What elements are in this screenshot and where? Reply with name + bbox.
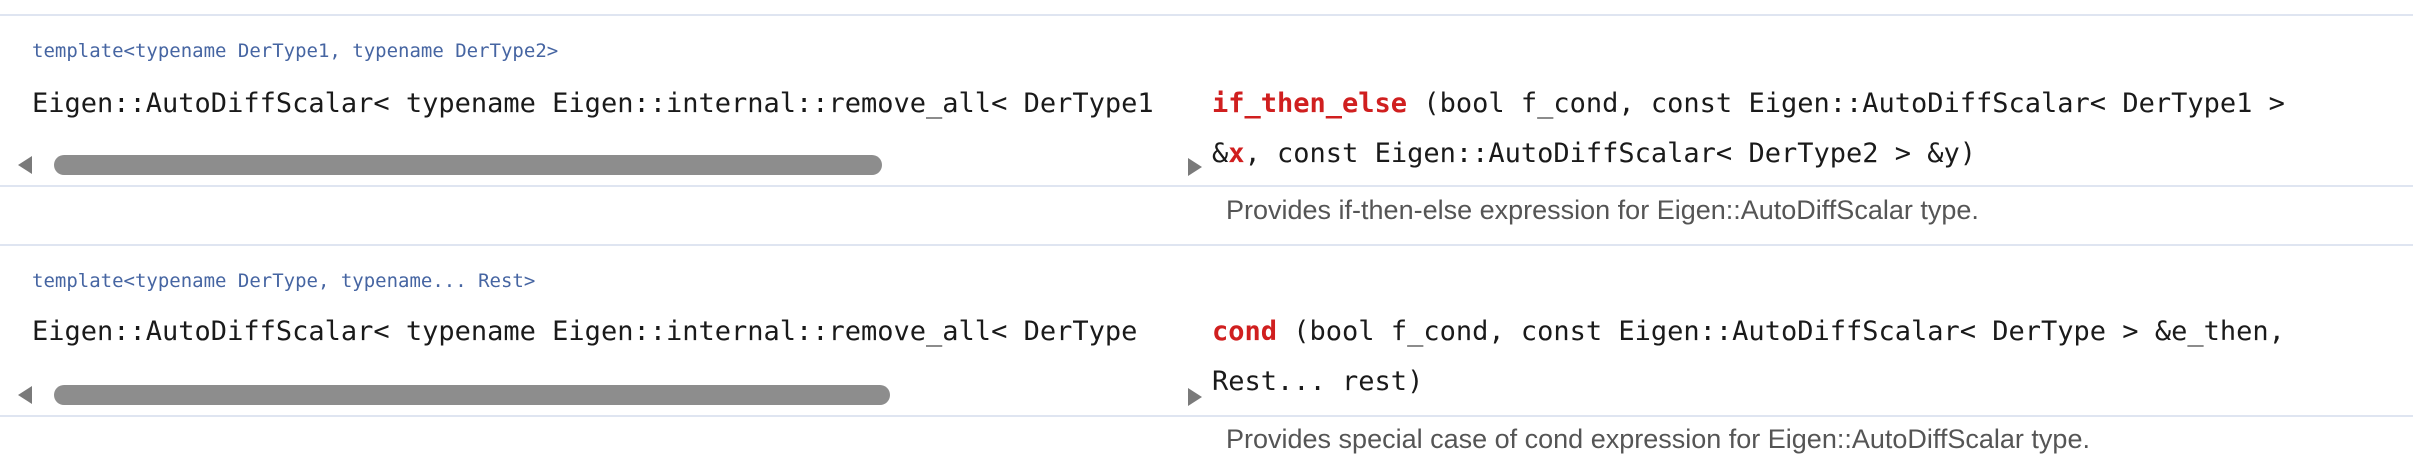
template-declaration: template<typename DerType, typename... R… bbox=[32, 270, 536, 292]
scrollbar-thumb[interactable] bbox=[54, 155, 882, 175]
function-signature-line1: cond (bool f_cond, const Eigen::AutoDiff… bbox=[1212, 316, 2285, 347]
function-args: (bool f_cond, const Eigen::AutoDiffScala… bbox=[1407, 88, 2285, 119]
function-args: (bool f_cond, const Eigen::AutoDiffScala… bbox=[1277, 316, 2285, 347]
separator bbox=[0, 415, 2413, 417]
return-type: Eigen::AutoDiffScalar< typename Eigen::i… bbox=[32, 316, 1138, 347]
scroll-right-arrow-icon[interactable] bbox=[1188, 158, 1202, 176]
member-description: Provides if-then-else expression for Eig… bbox=[1226, 195, 1979, 225]
function-signature-line1: if_then_else (bool f_cond, const Eigen::… bbox=[1212, 88, 2285, 119]
scroll-left-arrow-icon[interactable] bbox=[18, 156, 32, 174]
horizontal-scrollbar[interactable] bbox=[18, 381, 1202, 407]
return-type: Eigen::AutoDiffScalar< typename Eigen::i… bbox=[32, 88, 1154, 119]
separator bbox=[0, 185, 2413, 187]
horizontal-scrollbar[interactable] bbox=[18, 151, 1202, 177]
member-description: Provides special case of cond expression… bbox=[1226, 424, 2090, 454]
scroll-left-arrow-icon[interactable] bbox=[18, 386, 32, 404]
function-name-link[interactable]: if_then_else bbox=[1212, 88, 1408, 119]
separator bbox=[0, 244, 2413, 246]
template-declaration: template<typename DerType1, typename Der… bbox=[32, 40, 559, 62]
parameter-name: x bbox=[1228, 138, 1245, 169]
function-signature-line2: &x, const Eigen::AutoDiffScalar< DerType… bbox=[1212, 138, 1976, 169]
separator bbox=[0, 14, 2413, 16]
scrollbar-thumb[interactable] bbox=[54, 385, 890, 405]
function-name-link[interactable]: cond bbox=[1212, 316, 1278, 347]
scroll-right-arrow-icon[interactable] bbox=[1188, 388, 1202, 406]
args-prefix: & bbox=[1212, 138, 1229, 169]
args-suffix: , const Eigen::AutoDiffScalar< DerType2 … bbox=[1244, 138, 1977, 169]
function-signature-line2: Rest... rest) bbox=[1212, 366, 1424, 397]
